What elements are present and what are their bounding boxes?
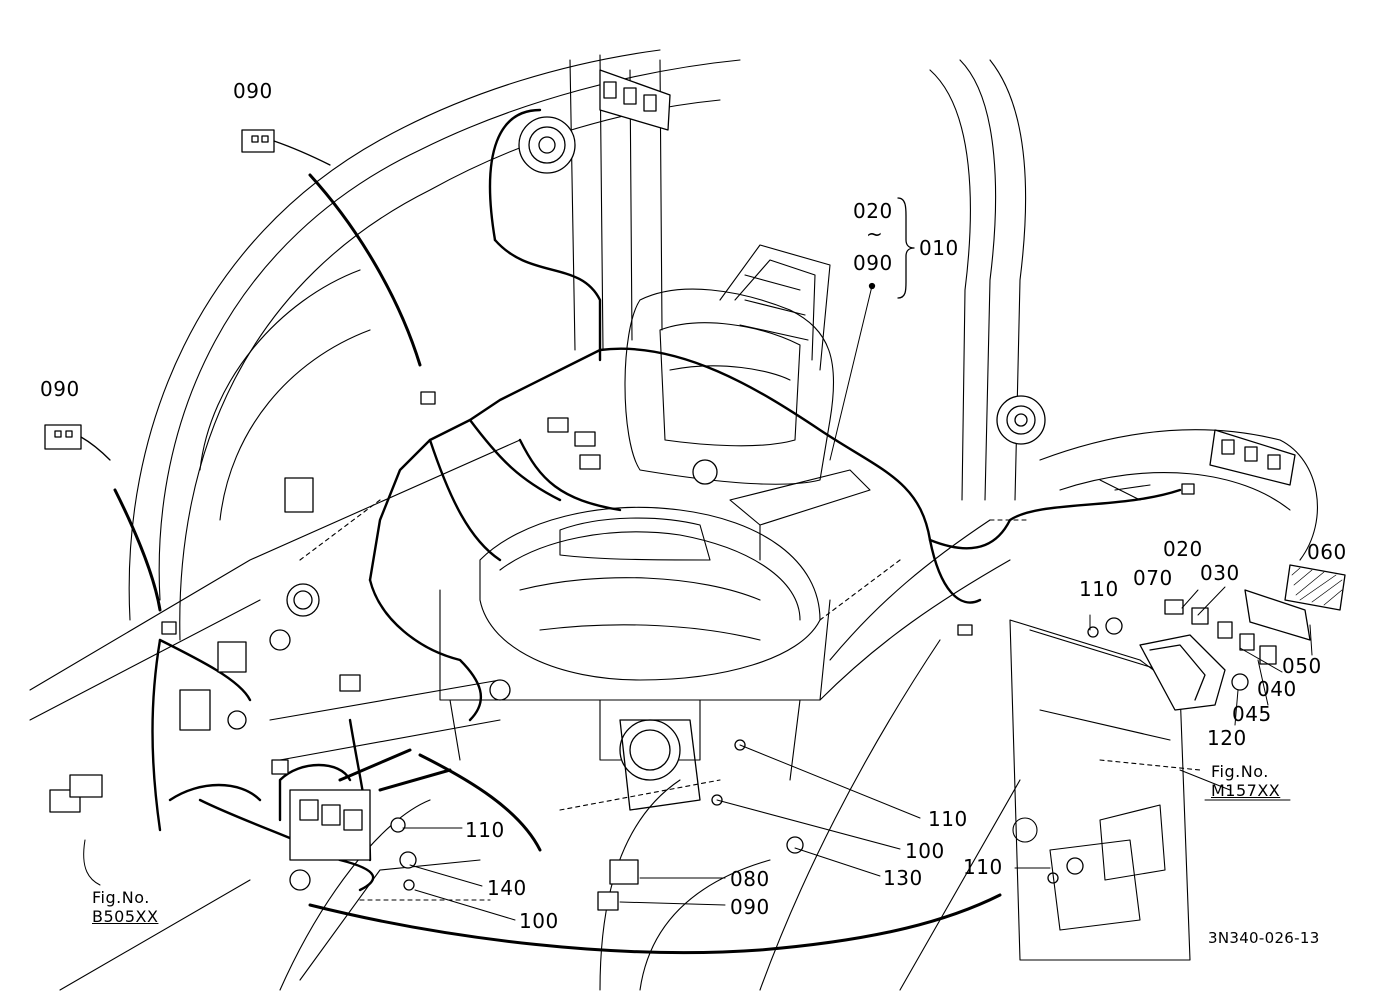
callout-090-range: 090 [853,251,893,275]
callout-040: 040 [1257,677,1297,701]
callout-020-right: 020 [1163,537,1203,561]
callout-020-range: 020 [853,199,893,223]
callout-090-mid-left: 090 [40,377,80,401]
callout-060: 060 [1307,540,1347,564]
callout-130: 130 [883,866,923,890]
figref-right: Fig.No. M157XX [1211,762,1280,800]
callout-100-bottom: 100 [519,909,559,933]
callout-030: 030 [1200,561,1240,585]
callout-090-bottom: 090 [730,895,770,919]
callout-110-right-top: 110 [1079,577,1119,601]
callout-050: 050 [1282,654,1322,678]
callout-110-center: 110 [465,818,505,842]
callout-090-top-left: 090 [233,79,273,103]
figref-left-label: Fig.No. [92,888,150,907]
figref-right-number: M157XX [1211,781,1281,800]
drawing-code: 3N340-026-13 [1208,929,1320,947]
callout-110-bottom-right: 110 [963,855,1003,879]
callout-120: 120 [1207,726,1247,750]
body-outline [29,49,1318,991]
callout-tilde: ~ [866,222,884,246]
callout-080: 080 [730,867,770,891]
components [44,69,1346,911]
callout-070: 070 [1133,566,1173,590]
callout-010: 010 [919,236,959,260]
callout-045: 045 [1232,702,1272,726]
figref-left-number: B505XX [92,907,159,926]
figref-right-label: Fig.No. [1211,762,1269,781]
callout-140: 140 [487,876,527,900]
figref-left: Fig.No. B505XX [92,888,158,926]
callout-110-mid: 110 [928,807,968,831]
callout-leaders [83,285,1313,921]
leader-arrows [113,173,1002,955]
callout-100-mid: 100 [905,839,945,863]
